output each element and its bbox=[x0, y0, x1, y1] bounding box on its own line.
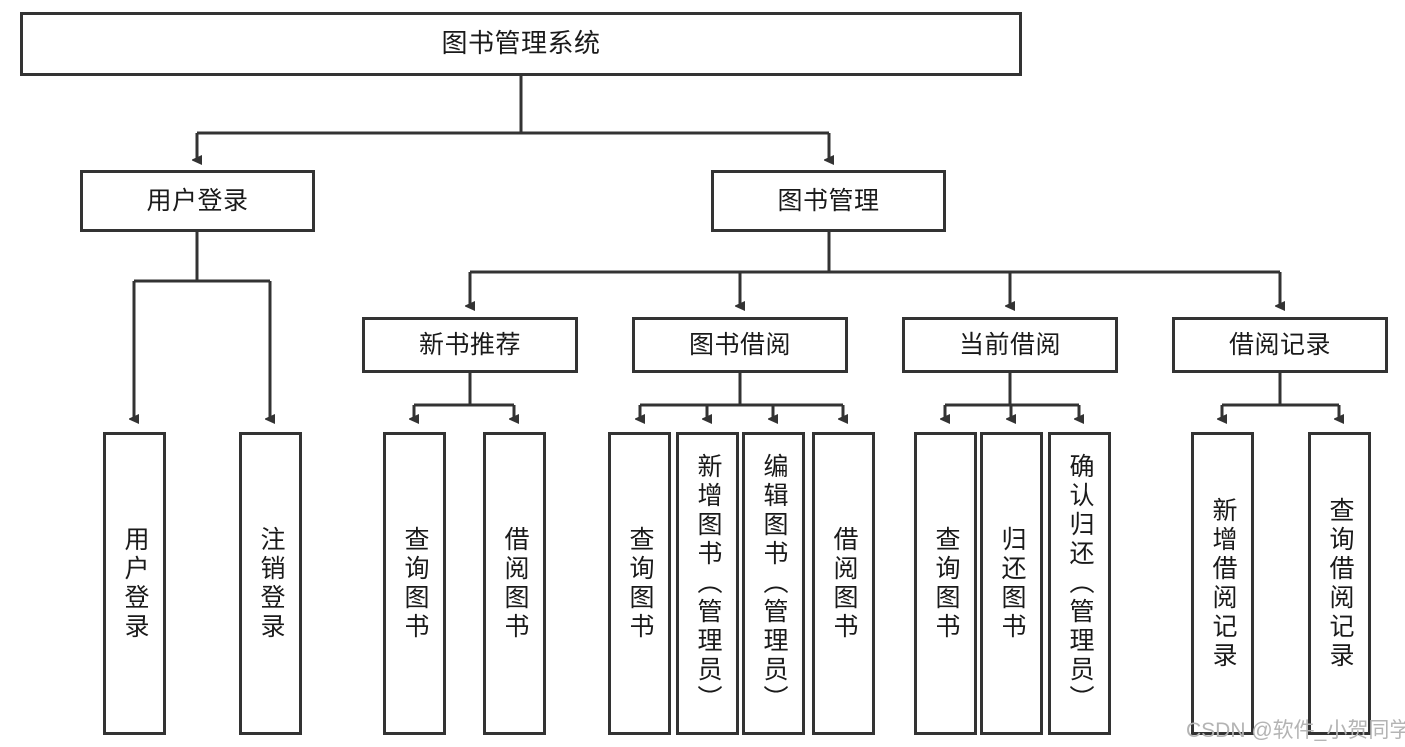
node-label: 查询借阅记录 bbox=[1326, 496, 1354, 671]
node-label: 注销登录 bbox=[257, 525, 285, 642]
node-label: 用户登录 bbox=[121, 525, 149, 642]
node-new-book-recommendation[interactable]: 新书推荐 bbox=[362, 317, 578, 373]
node-label: 确认归还（管理员） bbox=[1066, 453, 1094, 714]
leaf-borrow-books[interactable]: 借阅图书 bbox=[812, 432, 875, 735]
leaf-query-books-current[interactable]: 查询图书 bbox=[914, 432, 977, 735]
leaf-user-login[interactable]: 用户登录 bbox=[103, 432, 166, 735]
csdn-watermark: CSDN @软件_小贺同学 bbox=[1186, 719, 1405, 742]
leaf-add-book-admin[interactable]: 新增图书（管理员） bbox=[676, 432, 739, 735]
node-current-borrowing[interactable]: 当前借阅 bbox=[902, 317, 1118, 373]
leaf-query-books-recommend[interactable]: 查询图书 bbox=[383, 432, 446, 735]
node-label: 归还图书 bbox=[998, 525, 1026, 642]
node-label: 查询图书 bbox=[626, 525, 654, 642]
node-label: 图书借阅 bbox=[688, 331, 791, 359]
node-label: 借阅图书 bbox=[501, 525, 529, 642]
node-label: 查询图书 bbox=[932, 525, 960, 642]
leaf-confirm-return-admin[interactable]: 确认归还（管理员） bbox=[1048, 432, 1111, 735]
node-root-book-management-system[interactable]: 图书管理系统 bbox=[20, 12, 1022, 76]
node-label: 当前借阅 bbox=[958, 331, 1061, 359]
node-borrowing-record[interactable]: 借阅记录 bbox=[1172, 317, 1388, 373]
leaf-query-books-borrow[interactable]: 查询图书 bbox=[608, 432, 671, 735]
node-user-login[interactable]: 用户登录 bbox=[80, 170, 315, 232]
leaf-query-borrow-record[interactable]: 查询借阅记录 bbox=[1308, 432, 1371, 735]
node-book-borrowing[interactable]: 图书借阅 bbox=[632, 317, 848, 373]
node-label: 新增借阅记录 bbox=[1209, 496, 1237, 671]
node-label: 新书推荐 bbox=[418, 331, 521, 359]
leaf-logout[interactable]: 注销登录 bbox=[239, 432, 302, 735]
leaf-add-borrow-record[interactable]: 新增借阅记录 bbox=[1191, 432, 1254, 735]
node-label: 图书管理系统 bbox=[441, 28, 601, 59]
node-label: 用户登录 bbox=[146, 187, 249, 215]
node-label: 查询图书 bbox=[401, 525, 429, 642]
node-label: 图书管理 bbox=[777, 187, 880, 215]
leaf-edit-book-admin[interactable]: 编辑图书（管理员） bbox=[742, 432, 805, 735]
node-label: 借阅记录 bbox=[1228, 331, 1331, 359]
node-book-management[interactable]: 图书管理 bbox=[711, 170, 946, 232]
node-label: 借阅图书 bbox=[830, 525, 858, 642]
leaf-return-books[interactable]: 归还图书 bbox=[980, 432, 1043, 735]
leaf-borrow-books-recommend[interactable]: 借阅图书 bbox=[483, 432, 546, 735]
node-label: 编辑图书（管理员） bbox=[760, 453, 788, 714]
node-label: 新增图书（管理员） bbox=[694, 453, 722, 714]
